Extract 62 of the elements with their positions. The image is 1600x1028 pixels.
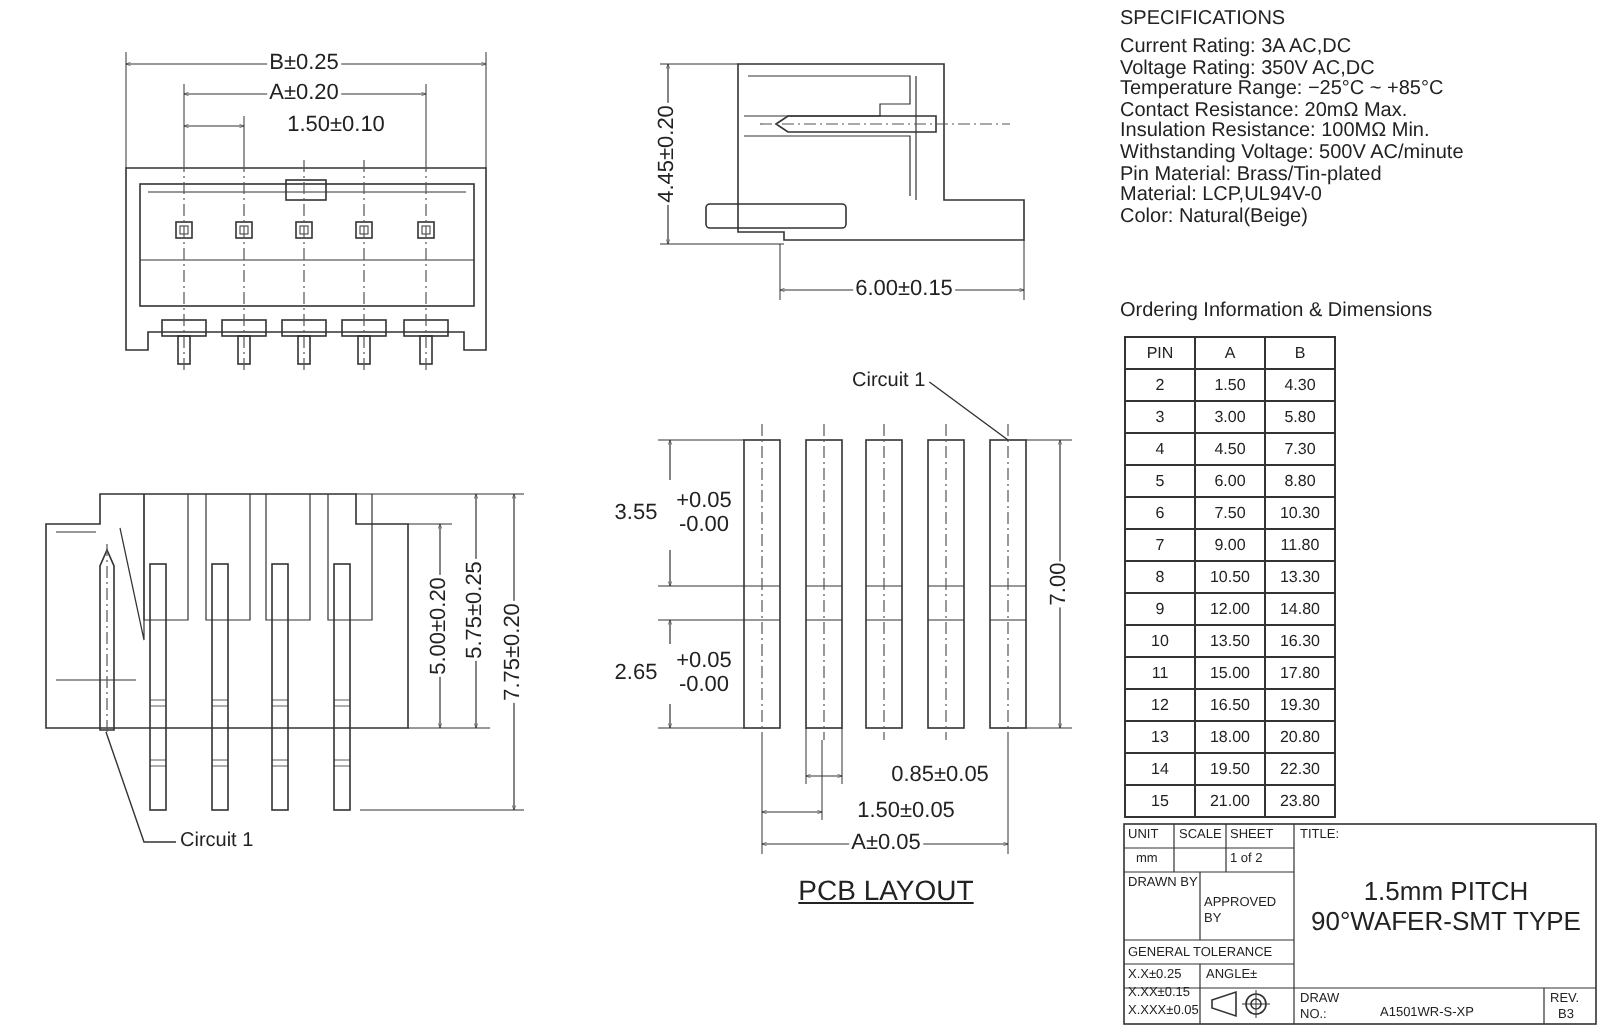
table-cell: 19.30 (1266, 690, 1336, 722)
callout-label: Circuit 1 (848, 368, 930, 396)
spec-line: Color: Natural(Beige) (1120, 205, 1308, 230)
table-cell: 6 (1126, 498, 1196, 530)
table-cell: 5 (1126, 466, 1196, 498)
spec-line: Temperature Range: −25°C ~ +85°C (1120, 78, 1444, 101)
table-cell: 2 (1126, 370, 1196, 402)
table-cell: 14 (1126, 754, 1196, 786)
leader-line (928, 381, 1009, 441)
table-cell: 7 (1126, 530, 1196, 562)
table-cell: 13 (1126, 722, 1196, 754)
table-cell: 3 (1126, 402, 1196, 434)
table-cell: 4.50 (1196, 434, 1266, 466)
table-cell: 19.50 (1196, 754, 1266, 786)
table-cell: 11 (1126, 658, 1196, 690)
table-cell: 13.50 (1196, 626, 1266, 658)
table-cell: 9.00 (1196, 530, 1266, 562)
table-cell: 10.30 (1266, 498, 1336, 530)
table-cell: 7.50 (1196, 498, 1266, 530)
spec-line: Pin Material: Brass/Tin-plated (1120, 163, 1382, 186)
table-cell: 12.00 (1196, 594, 1266, 626)
table-cell: 13.30 (1266, 562, 1336, 594)
table-cell: 17.80 (1266, 658, 1336, 690)
table-cell: 16.50 (1196, 690, 1266, 722)
table-cell: 11.80 (1266, 530, 1336, 562)
table-cell: 9 (1126, 594, 1196, 626)
callout-label: Circuit 1 (176, 828, 258, 856)
table-cell: A (1196, 338, 1266, 370)
table-cell: 10 (1126, 626, 1196, 658)
table-cell: 10.50 (1196, 562, 1266, 594)
table-cell: 16.30 (1266, 626, 1336, 658)
table-cell: 1.50 (1196, 370, 1266, 402)
table-cell: 4 (1126, 434, 1196, 466)
spec-line: Voltage Rating: 350V AC,DC (1120, 57, 1375, 80)
drawing-title: 1.5mm PITCH 90°WAFER-SMT TYPE (1309, 876, 1583, 936)
table-cell: 15.00 (1196, 658, 1266, 690)
leader-line (105, 731, 177, 843)
table-cell: 5.80 (1266, 402, 1336, 434)
table-cell: 6.00 (1196, 466, 1266, 498)
table-cell: B (1266, 338, 1336, 370)
table-cell: 18.00 (1196, 722, 1266, 754)
table-cell: 7.30 (1266, 434, 1336, 466)
table-cell: 8 (1126, 562, 1196, 594)
table-cell: PIN (1126, 338, 1196, 370)
spec-line: Current Rating: 3A AC,DC (1120, 36, 1352, 59)
table-cell: 4.30 (1266, 370, 1336, 402)
table-cell: 20.80 (1266, 722, 1336, 754)
heading: SPECIFICATIONS (1120, 8, 1286, 32)
table-cell: 14.80 (1266, 594, 1336, 626)
table-cell: 23.80 (1266, 786, 1336, 818)
table-cell: 12 (1126, 690, 1196, 722)
spec-line: Material: LCP,UL94V-0 (1120, 184, 1322, 207)
table-cell: 3.00 (1196, 402, 1266, 434)
spec-line: Contact Resistance: 20mΩ Max. (1120, 99, 1408, 122)
view-title: PCB LAYOUT (798, 874, 974, 906)
table-cell: 8.80 (1266, 466, 1336, 498)
spec-line: Insulation Resistance: 100MΩ Min. (1120, 120, 1430, 143)
spec-line: Withstanding Voltage: 500V AC/minute (1120, 142, 1464, 165)
table-cell: 22.30 (1266, 754, 1336, 786)
heading: Ordering Information & Dimensions (1120, 300, 1433, 324)
table-cell: 21.00 (1196, 786, 1266, 818)
table-cell: 15 (1126, 786, 1196, 818)
